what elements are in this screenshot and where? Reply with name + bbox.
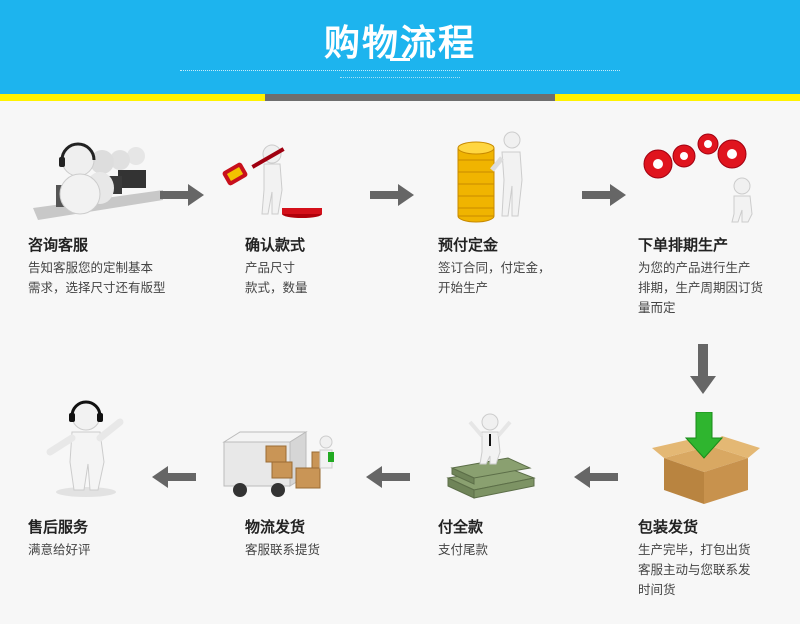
step-name: 确认款式 <box>245 236 306 254</box>
arrow-left-icon <box>574 466 618 488</box>
step-description: 支付尾款 <box>438 542 489 557</box>
title-underline <box>390 58 410 61</box>
stripe-yellow-right <box>555 94 800 101</box>
arrow-right-icon <box>370 184 414 206</box>
headset-operators-icon <box>33 142 163 220</box>
arrow-right-icon <box>160 184 204 206</box>
gold-coins-icon <box>457 131 523 223</box>
arrow-right-icon <box>582 184 626 206</box>
step-description: 客服联系提货 <box>245 542 321 557</box>
arrow-left-icon <box>152 466 196 488</box>
step-name: 预付定金 <box>438 236 499 254</box>
header-dotted-line <box>180 70 620 71</box>
page-title: 购物流程 <box>323 23 476 64</box>
stripe-yellow-left <box>0 94 265 101</box>
package-box-icon <box>652 412 760 504</box>
arrow-left-icon <box>366 466 410 488</box>
gavel-icon <box>222 144 322 218</box>
step-description: 满意给好评 <box>28 542 91 557</box>
step-name: 物流发货 <box>245 518 306 536</box>
delivery-truck-icon <box>222 431 334 497</box>
step-description: 为您的产品进行生产 排期，生产周期因订货 量而定 <box>638 260 764 315</box>
step-name: 包装发货 <box>638 518 699 536</box>
header-banner: 购物流程 <box>0 0 800 94</box>
arrow-down-icon <box>690 344 716 394</box>
step-description: 生产完毕，打包出货 客服主动与您联系发 时间货 <box>638 542 751 597</box>
header-dotted-line-short <box>340 77 460 78</box>
money-stack-icon <box>446 413 536 499</box>
step-description: 告知客服您的定制基本 需求，选择尺寸还有版型 <box>28 260 166 295</box>
stripe-gray-center <box>265 94 555 101</box>
support-agent-icon <box>46 400 124 497</box>
step-description: 签订合同，付定金， 开始生产 <box>438 260 551 295</box>
step-name: 咨询客服 <box>28 236 89 254</box>
red-gears-icon <box>643 133 753 223</box>
step-name: 下单排期生产 <box>638 236 729 254</box>
step-name: 付全款 <box>438 518 484 536</box>
step-name: 售后服务 <box>28 518 89 536</box>
step-description: 产品尺寸 款式，数量 <box>245 260 308 295</box>
